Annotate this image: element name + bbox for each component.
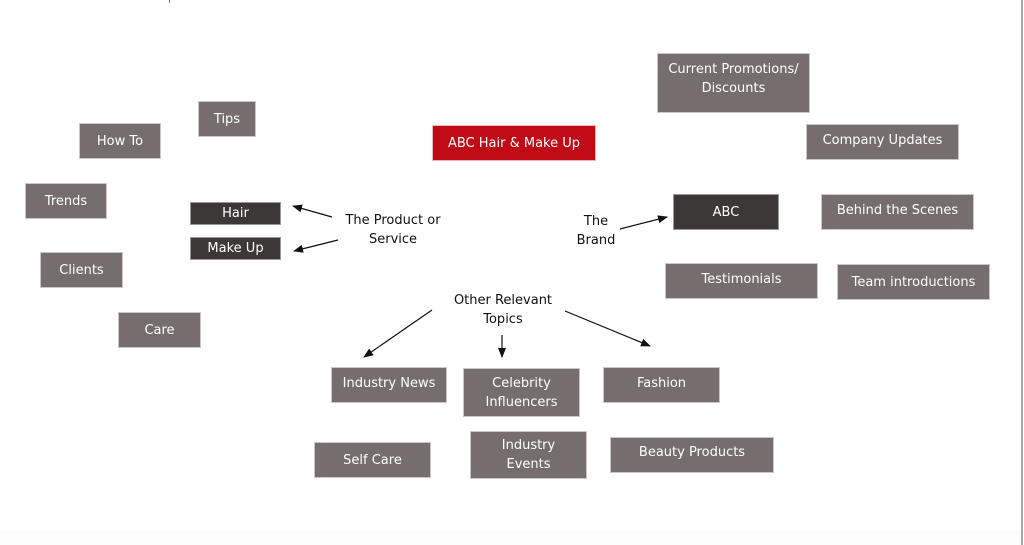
cursor-mark: [169, 0, 170, 3]
root-node[interactable]: ABC Hair & Make Up: [432, 125, 596, 161]
topic-node-trends[interactable]: Trends: [25, 183, 107, 219]
topic-node-care[interactable]: Care: [118, 312, 201, 348]
category-node-abc[interactable]: ABC: [673, 194, 779, 230]
arrow-to-hair: [292, 204, 333, 218]
arrow-to-abc: [619, 215, 668, 230]
topic-node-fashion[interactable]: Fashion: [603, 367, 720, 403]
product-branch-label: The Product or Service: [345, 213, 441, 247]
topic-node-beauty-products[interactable]: Beauty Products: [610, 437, 774, 473]
topic-node-tips[interactable]: Tips: [198, 101, 256, 137]
other-branch-label: Other Relevant Topics: [453, 293, 553, 327]
topic-node-testimonials[interactable]: Testimonials: [665, 263, 818, 299]
topic-node-industry-news[interactable]: Industry News: [331, 367, 447, 403]
topic-node-clients[interactable]: Clients: [40, 252, 123, 288]
topic-node-behind-the-scenes[interactable]: Behind the Scenes: [821, 194, 974, 230]
arrow-to-industry-news: [363, 309, 433, 358]
brand-branch-label: The Brand: [576, 214, 616, 248]
topic-node-celebrity-influencers[interactable]: Celebrity Influencers: [463, 368, 580, 417]
topic-node-team-introductions[interactable]: Team introductions: [837, 264, 990, 300]
topic-node-industry-events[interactable]: Industry Events: [470, 431, 587, 479]
topic-node-company-updates[interactable]: Company Updates: [806, 124, 959, 160]
category-node-hair[interactable]: Hair: [190, 202, 281, 225]
topic-node-current-promotions[interactable]: Current Promotions/ Discounts: [657, 53, 810, 113]
arrow-to-make-up: [293, 239, 339, 253]
arrow-to-fashion: [564, 310, 651, 347]
topic-node-self-care[interactable]: Self Care: [314, 442, 431, 478]
page-right-border: [1021, 0, 1023, 545]
topic-node-how-to[interactable]: How To: [79, 123, 161, 159]
page-bottom-band: [0, 530, 1021, 545]
category-node-make-up[interactable]: Make Up: [190, 237, 281, 260]
